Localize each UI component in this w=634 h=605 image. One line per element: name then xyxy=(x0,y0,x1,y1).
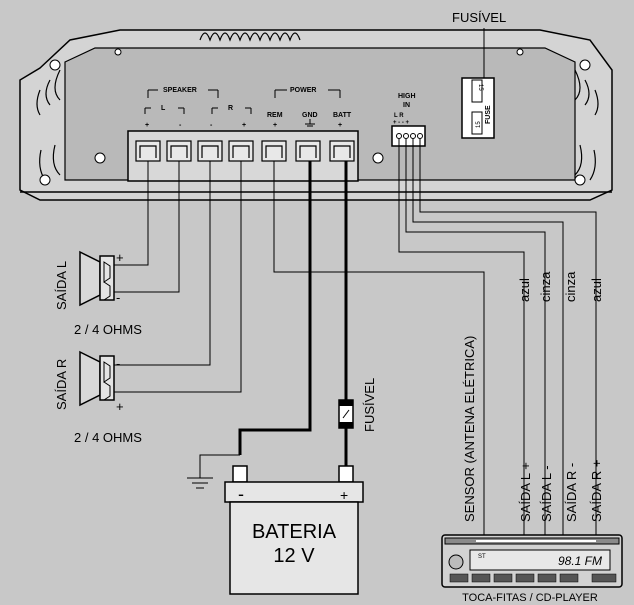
speaker-right-label: SAÍDA R xyxy=(54,359,69,410)
battery-minus: - xyxy=(238,484,244,504)
speaker-right-plus: + xyxy=(116,399,124,414)
power-header: POWER xyxy=(290,87,316,94)
batt-plus: + xyxy=(338,122,342,129)
speaker-left-label: SAÍDA L xyxy=(54,261,69,310)
chassis-ground xyxy=(187,454,240,489)
head-unit-display: 98.1 FM xyxy=(558,554,602,568)
term-label-2: - xyxy=(179,122,182,129)
rem-plus: + xyxy=(273,122,277,129)
heatsink-fins-top xyxy=(36,32,599,181)
speaker-left: + - SAÍDA L 2 / 4 OHMS xyxy=(54,250,142,337)
right-channel-mark: R xyxy=(228,105,233,112)
high-in-wires xyxy=(398,139,597,535)
term-label-3: - xyxy=(210,122,213,129)
battery-voltage: 12 V xyxy=(273,545,315,567)
wire-label-l-plus: SAÍDA L + xyxy=(518,462,533,522)
head-unit-ch: ST xyxy=(478,554,486,560)
amplifier: SPEAKER POWER L R + - - + REM GND BATT +… xyxy=(19,29,613,201)
head-unit-caption: TOCA-FITAS / CD-PLAYER xyxy=(462,592,598,604)
ground-wire xyxy=(238,161,312,455)
high-in-label-2: IN xyxy=(403,102,410,109)
speaker-header: SPEAKER xyxy=(163,87,197,94)
speaker-right-minus: - xyxy=(116,356,120,371)
term-label-1: + xyxy=(145,122,149,129)
battery: - + BATERIA 12 V xyxy=(224,465,364,595)
speaker-left-minus: - xyxy=(116,290,120,305)
speaker-right: - + SAÍDA R 2 / 4 OHMS xyxy=(54,350,142,445)
wire-fuse-label: FUSÍVEL xyxy=(362,378,377,432)
speaker-right-impedance: 2 / 4 OHMS xyxy=(74,430,142,445)
term-label-rem: REM xyxy=(267,112,283,119)
speaker-wires xyxy=(118,161,242,393)
high-in-lr: L R xyxy=(394,113,404,119)
battery-title: BATERIA xyxy=(252,521,337,543)
fuse-value-bottom: 15 xyxy=(476,121,482,128)
wire-color-2: cinza xyxy=(538,271,553,302)
gnd-symbol xyxy=(305,119,315,127)
speaker-left-impedance: 2 / 4 OHMS xyxy=(74,322,142,337)
top-fuse-label: FUSÍVEL xyxy=(452,10,506,25)
battery-plus: + xyxy=(340,487,348,503)
term-label-4: + xyxy=(242,122,246,129)
fuse-value-top: 15 xyxy=(477,84,483,91)
term-label-gnd: GND xyxy=(302,112,318,119)
head-unit: ST 98.1 FM TOCA-FITAS / CD-PLAYER xyxy=(441,534,623,604)
wire-label-r-minus: SAÍDA R - xyxy=(564,463,579,522)
rem-wire xyxy=(273,161,485,535)
wire-color-1: azul xyxy=(517,278,532,302)
wire-label-l-minus: SAÍDA L - xyxy=(539,465,554,522)
high-in-label-1: HIGH xyxy=(398,93,416,100)
fuse-label: FUSE xyxy=(485,105,492,124)
wire-color-3: cinza xyxy=(563,271,578,302)
wire-label-r-plus: SAÍDA R + xyxy=(589,460,604,523)
wire-color-4: azul xyxy=(589,278,604,302)
high-in-polarity: + - - + xyxy=(393,120,410,126)
left-channel-mark: L xyxy=(161,105,166,112)
speaker-left-plus: + xyxy=(116,250,124,265)
term-label-batt: BATT xyxy=(333,112,352,119)
wire-label-sensor: SENSOR (ANTENA ELÉTRICA) xyxy=(462,336,477,522)
